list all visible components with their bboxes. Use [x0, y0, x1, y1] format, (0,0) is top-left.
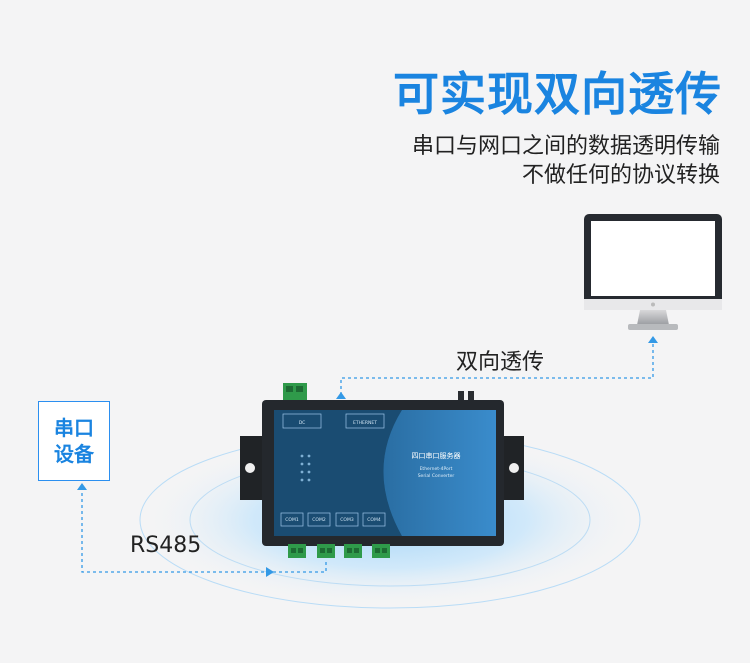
arrow-right-icon	[266, 567, 274, 577]
arrow-up-icon	[648, 336, 658, 343]
serial-server-device: DC ETHERNET 四口串口服务器 Ethernet-4Port Seria…	[240, 383, 524, 558]
serial-device-box: 串口 设备	[38, 401, 110, 481]
serial-link-label: RS485	[130, 533, 202, 558]
device-name-en-1: Ethernet-4Port	[420, 466, 453, 472]
device-name-en-2: Serial Converter	[418, 473, 455, 479]
serial-device-label-1: 串口	[54, 416, 94, 440]
network-link-label: 双向透传	[456, 350, 545, 375]
port-label-com2: COM2	[312, 517, 326, 523]
monitor-icon	[584, 214, 722, 330]
port-label-com3: COM3	[340, 517, 354, 523]
subtitle-line-2: 不做任何的协议转换	[521, 163, 720, 188]
page-title: 可实现双向透传	[393, 67, 722, 121]
network-port-label: ETHERNET	[353, 420, 377, 426]
network-link	[340, 342, 654, 395]
serial-device-label-2: 设备	[54, 442, 94, 466]
port-label-com4: COM4	[367, 517, 381, 523]
subtitle-line-1: 串口与网口之间的数据透明传输	[411, 134, 720, 159]
power-label: DC	[299, 420, 306, 426]
device-name-cn: 四口串口服务器	[412, 451, 461, 460]
arrow-up-icon	[336, 392, 346, 399]
port-label-com1: COM1	[285, 517, 299, 523]
arrow-up-icon	[77, 483, 87, 490]
serial-link	[81, 487, 327, 573]
